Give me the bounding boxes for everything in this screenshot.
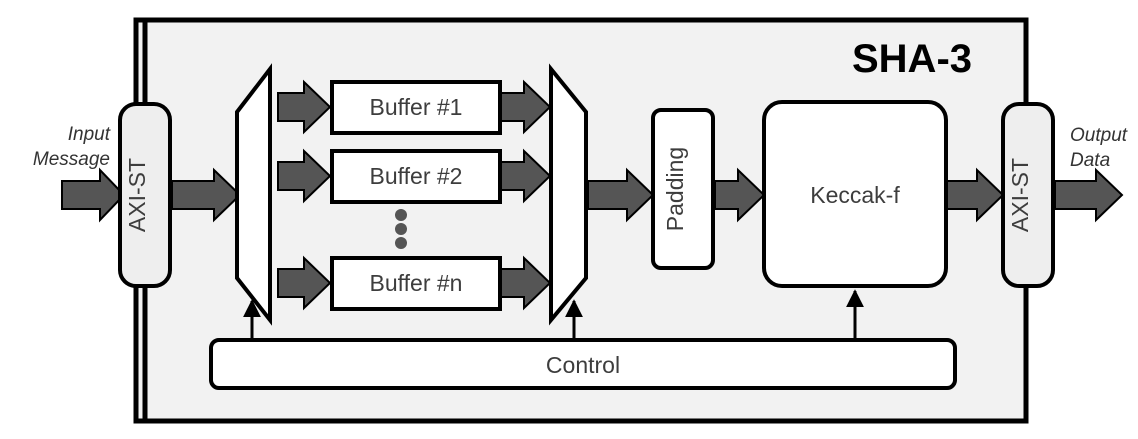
data-arrow-buffer-n-to-mux xyxy=(499,255,552,311)
demux-shape xyxy=(235,63,272,326)
data-arrow-buffer-1-to-mux xyxy=(499,79,552,135)
data-arrow-mux-to-padding xyxy=(587,167,655,223)
input-message-label-line2: Message xyxy=(33,149,110,170)
data-arrow-demux-to-buffer-n xyxy=(277,255,332,311)
buffer-box-n[interactable] xyxy=(330,256,502,311)
control-label: Control xyxy=(546,352,620,378)
output-data-label-line2: Data xyxy=(1070,150,1110,171)
keccak-f-block[interactable] xyxy=(762,100,948,288)
buffer-box-1[interactable] xyxy=(330,80,502,135)
buffer-label-2: Buffer #2 xyxy=(370,163,463,189)
data-arrow-keccak-to-axi-out xyxy=(946,167,1005,223)
data-arrow-demux-to-buffer-2 xyxy=(277,148,332,204)
data-arrow-demux-to-buffer-1 xyxy=(277,79,332,135)
control-block[interactable] xyxy=(209,338,957,390)
data-arrow-padding-to-keccak xyxy=(714,167,766,223)
output-data-label-line1: Output xyxy=(1070,125,1128,146)
data-arrow-input xyxy=(61,167,126,223)
page-title: SHA-3 xyxy=(852,37,972,81)
axi-st-output-label: AXI-ST xyxy=(1007,158,1033,232)
buffer-label-1: Buffer #1 xyxy=(370,94,463,120)
data-arrow-buffer-2-to-mux xyxy=(499,148,552,204)
data-arrow-axi-to-demux xyxy=(171,167,242,223)
buffer-label-n: Buffer #n xyxy=(370,270,463,296)
buffer-box-2[interactable] xyxy=(330,149,502,204)
vertical-dots-icon xyxy=(395,209,407,249)
data-arrow-output xyxy=(1054,167,1124,223)
padding-label: Padding xyxy=(662,147,688,231)
axi-st-input-label: AXI-ST xyxy=(124,158,150,232)
padding-block[interactable] xyxy=(651,108,715,270)
keccak-f-label: Keccak-f xyxy=(810,182,900,208)
input-message-label-line1: Input xyxy=(68,124,111,145)
mux-shape xyxy=(549,63,588,326)
